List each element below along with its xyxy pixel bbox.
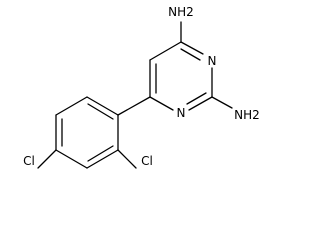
atom-label-ring-n-upper: N <box>208 54 217 68</box>
bond-n3-c4-inner <box>180 48 201 61</box>
bond-n1-c2 <box>188 96 213 111</box>
bond-ar4-ar5 <box>55 149 88 169</box>
bond-c6-n1 <box>149 96 174 111</box>
bond-n1-c2-inner <box>186 92 207 105</box>
bond-c6-aryl <box>117 96 151 116</box>
bond-ar1-ar2-inner <box>87 103 114 120</box>
dichlorophenyl-ring <box>55 96 119 169</box>
bond-ar2-ar3 <box>55 96 88 116</box>
atom-label-chloro-ortho: Cl <box>141 154 153 168</box>
bond-para-cl <box>37 149 57 169</box>
bond-n3-c4 <box>180 41 204 55</box>
atom-label-ring-n-lower: N <box>177 106 186 120</box>
chemical-structure-diagram: NH2 N N NH2 Cl Cl <box>23 5 260 169</box>
bond-ar5-ar6-inner <box>87 145 114 162</box>
bond-c2-nh2 <box>211 96 233 109</box>
bond-ar5-ar6 <box>86 149 119 169</box>
pyrimidine-ring <box>149 41 213 111</box>
atom-label-amine-right: NH2 <box>234 108 260 122</box>
bond-ortho-cl <box>117 149 137 169</box>
bond-c4-c5 <box>149 41 182 61</box>
bond-ar1-ar2 <box>86 96 119 116</box>
atom-label-amine-top: NH2 <box>168 5 194 19</box>
atom-label-chloro-para: Cl <box>23 154 35 168</box>
